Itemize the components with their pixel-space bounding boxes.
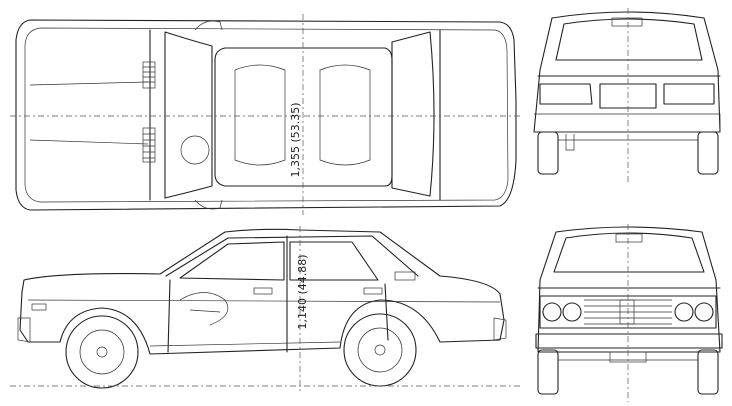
top-vent-grilles [142,61,156,163]
rear-lamp-right [663,83,715,105]
side-rocker-line [149,341,341,347]
side-indicator-lamp [31,303,47,311]
front-headlights-left [542,302,582,322]
side-view: 1,140 (44.88) [10,226,520,392]
rear-window [555,18,703,61]
front-mirror [615,233,643,243]
top-steering-wheel [180,135,210,165]
rear-bumper [534,113,721,133]
top-body-inner-line [24,27,509,203]
side-front-bumper [17,317,31,343]
side-rear-wheel [343,313,417,387]
side-front-wheel [65,315,139,389]
rear-wheel-right [697,131,719,175]
front-body-outline [537,226,721,353]
top-body-outline [15,19,517,211]
front-wheel-left [537,349,559,395]
side-height-dimension: 1,140 (44.88) [296,254,309,329]
rear-exhaust [565,134,575,151]
side-door-mechanism [179,292,229,326]
top-hood-crease-1 [29,81,149,86]
front-bumper [535,333,723,349]
front-view [535,224,723,402]
front-emblem [619,299,635,325]
rear-body-outline [533,11,721,133]
top-seat-front [234,64,286,166]
top-mirror-right [194,199,223,210]
top-seat-rear [319,64,371,166]
rear-third-brake-light [611,17,643,27]
side-rear-bumper [493,317,507,341]
top-hood-crease-2 [29,139,149,145]
top-mirror-left [194,20,223,31]
top-rear-window [391,31,435,197]
side-vent [394,271,416,281]
front-headlights-right [674,302,714,322]
rear-lamp-left [539,83,593,105]
side-front-door [167,279,171,353]
front-windshield [553,232,705,273]
side-rear-door-edge [384,283,389,341]
rear-view [533,8,721,182]
top-view: 1,355 (53.35) [10,14,520,215]
side-window-rear [289,241,379,281]
top-roof [214,47,393,187]
front-wheel-right [697,349,719,395]
side-window-front [179,241,285,281]
top-height-dimension: 1,355 (53.35) [289,102,302,177]
side-body-outline [19,228,505,355]
top-windshield [164,31,213,199]
side-door-handle-rear [363,287,383,295]
side-door-handle-front [253,287,273,295]
side-beltline [27,299,501,303]
rear-wheel-left [537,131,559,175]
